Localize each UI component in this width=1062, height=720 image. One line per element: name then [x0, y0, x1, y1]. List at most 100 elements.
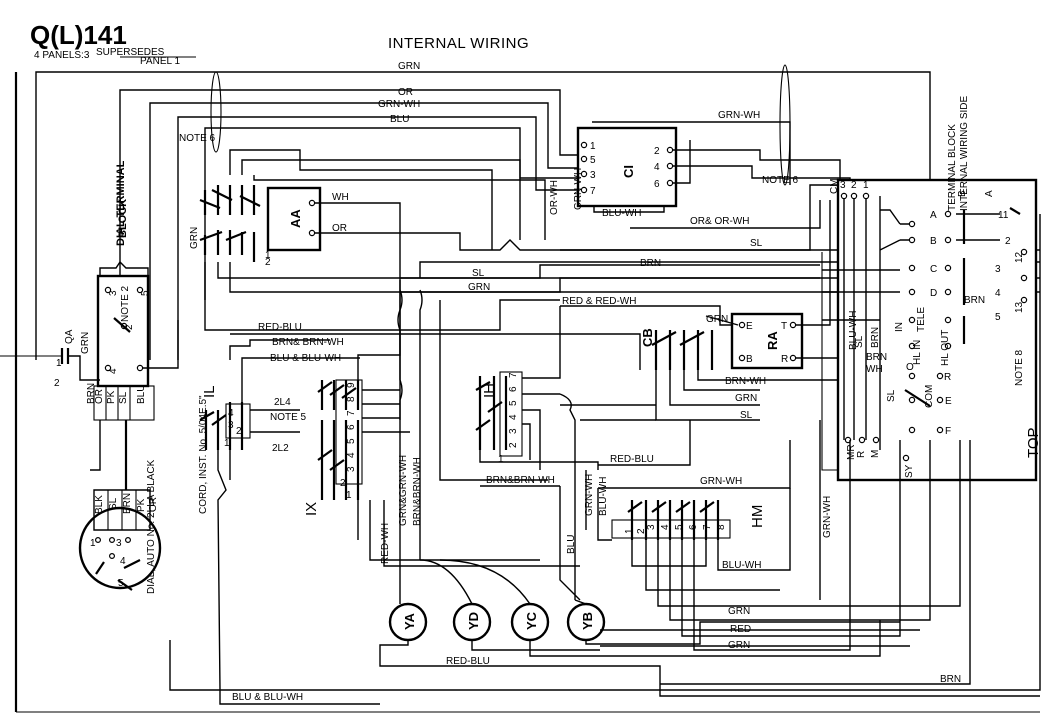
svg-text:1: 1 [346, 490, 352, 501]
svg-text:R: R [856, 451, 867, 458]
svg-text:3: 3 [840, 180, 846, 191]
svg-text:13: 13 [1014, 301, 1025, 313]
wire-label-or-or-wh: OR& OR-WH [690, 216, 749, 227]
cb-label: CB [640, 328, 655, 347]
wire-label-brn-b: BRN [940, 674, 961, 685]
svg-text:1: 1 [863, 180, 869, 191]
ci-label: CI [621, 165, 636, 178]
svg-text:B: B [746, 354, 753, 365]
component-il: IL 4 3 2 1 2L4 2L2 NOTE 5 [199, 339, 360, 691]
wire-label-sl-2: SL [472, 268, 485, 279]
svg-text:6: 6 [346, 424, 357, 430]
wire-label-blu: BLU [390, 114, 409, 125]
svg-text:2: 2 [340, 478, 346, 489]
svg-text:C: C [930, 264, 937, 275]
terminal-block-box [836, 178, 1038, 482]
wire-label-red-red-wh: RED & RED-WH [562, 296, 636, 307]
yd-label: YD [466, 612, 481, 630]
wire-label-grn-wh-right: GRN-WH [822, 496, 833, 538]
svg-text:D: D [930, 288, 937, 299]
svg-text:R: R [944, 372, 951, 383]
svg-text:CM: CM [829, 178, 840, 194]
svg-text:1: 1 [590, 141, 596, 152]
qa-label: QA [64, 329, 75, 344]
wire-label-grn-wh-mid: GRN-WH [700, 476, 742, 487]
panels-note: 4 PANELS:3 [34, 50, 90, 61]
wire-label-sl-tb: SL [854, 335, 865, 348]
svg-text:2: 2 [265, 257, 271, 268]
svg-text:T: T [781, 321, 787, 332]
wire-label-sl-1: SL [750, 238, 763, 249]
svg-text:3: 3 [228, 420, 234, 431]
wire-label-sl-cb: SL [740, 410, 753, 421]
wire-label-or: OR [398, 87, 413, 98]
svg-text:4: 4 [654, 162, 660, 173]
component-ya: YA [388, 560, 428, 642]
wire-label-wh-aa: WH [332, 192, 349, 203]
svg-text:4: 4 [995, 288, 1001, 299]
wire-label-dial-grn: GRN [80, 332, 91, 354]
svg-text:1: 1 [56, 358, 62, 369]
wire-label-red-b: RED [730, 624, 751, 635]
svg-text:5: 5 [590, 155, 596, 166]
svg-text:OR: OR [148, 497, 159, 512]
terminal-block: CM 3 2 1 A B B A 11 2 C D 3 4 5 BRN [169, 95, 1042, 691]
svg-text:SL: SL [108, 497, 119, 510]
note8-label: NOTE 8 [1014, 349, 1025, 386]
svg-text:2: 2 [508, 442, 519, 448]
svg-text:B: B [930, 236, 937, 247]
svg-text:M: M [870, 450, 881, 458]
wire-label-blu-wh-tb: BLU-WH [848, 311, 859, 350]
svg-text:BLK: BLK [94, 495, 105, 514]
svg-text:3: 3 [590, 170, 596, 181]
wire-label-or-aa: OR [332, 223, 347, 234]
component-dial: BLK SL BRN PK OR 1 3 4 5 DIAL, AUTO No. … [78, 395, 209, 594]
wire-label-brn-1: BRN [640, 258, 661, 269]
svg-text:2L4: 2L4 [274, 397, 291, 408]
svg-text:2: 2 [851, 180, 857, 191]
svg-text:1: 1 [224, 438, 230, 449]
svg-text:5: 5 [995, 312, 1001, 323]
svg-text:6: 6 [654, 179, 660, 190]
wire-label-blu-blu-wh: BLU & BLU-WH [270, 353, 341, 364]
wire-label-grn-left: GRN [189, 227, 200, 249]
svg-text:2: 2 [124, 324, 135, 330]
diagram-code: Q(L)141 [30, 20, 127, 50]
component-hm: HM 1 2 3 4 5 6 7 8 BLU-WH GRN-WH [611, 420, 961, 651]
yc-label: YC [524, 611, 539, 630]
note6-bundle-right: NOTE 6 [762, 64, 799, 186]
wire-grn-wh [149, 102, 578, 360]
wire-label-grn-wh-v: GRN-WH [573, 168, 584, 210]
hm-label: HM [749, 505, 766, 528]
svg-text:O: O [906, 362, 914, 373]
wire-label-grn-top: GRN [398, 61, 420, 72]
wire-label-brn-brn-wh3: BRN&BRN-WH [412, 457, 423, 526]
wire-inner-ci [204, 127, 578, 300]
component-ih: IH 7 6 5 4 3 2 1 BRN&BRN-WH RED-BLU GRN-… [475, 306, 791, 600]
wire-label-brn-tb2: BRN [964, 295, 985, 306]
wire-or [119, 89, 578, 360]
wire-label-blu-wh-ci: BLU-WH [602, 208, 641, 219]
wire-label-brn-brn-wh2: BRN&BRN-WH [486, 475, 555, 486]
ix-label: IX [303, 502, 320, 516]
svg-text:7: 7 [508, 372, 519, 378]
wire-label-blu-wh-hm: BLU-WH [722, 560, 761, 571]
svg-text:2: 2 [54, 378, 60, 389]
svg-text:2L2: 2L2 [272, 443, 289, 454]
svg-text:3: 3 [108, 290, 119, 296]
component-yb: YB [566, 599, 606, 642]
svg-text:5: 5 [118, 578, 124, 589]
ya-label: YA [402, 613, 417, 630]
supersedes-note: SUPERSEDES [96, 47, 165, 58]
svg-text:4: 4 [346, 452, 357, 458]
svg-text:3: 3 [646, 524, 657, 530]
wire-label-grn-grn-wh: GRN&GRN-WH [398, 455, 409, 526]
wire-label-grn-wh-right: GRN-WH [718, 110, 760, 121]
svg-text:2: 2 [654, 146, 660, 157]
bottom-wire-bundle: RED-BLU BRN GRN RED GRN BLU & BLU-WH [219, 440, 1040, 705]
svg-text:12: 12 [1014, 251, 1025, 263]
svg-text:BLU: BLU [136, 385, 147, 404]
svg-text:E: E [746, 321, 753, 332]
wire-label-grn-b1: GRN [728, 606, 750, 617]
